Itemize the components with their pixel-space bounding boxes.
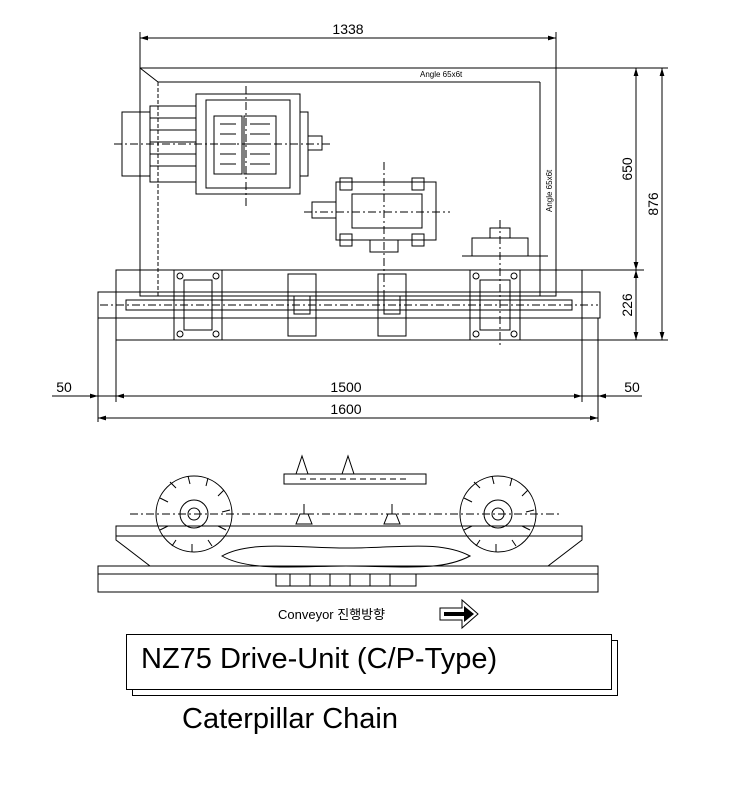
tensioner-unit xyxy=(462,220,548,348)
dim-650-label: 650 xyxy=(619,157,635,181)
dimension-horizontal xyxy=(52,318,642,422)
dim-1500-label: 1500 xyxy=(330,379,361,395)
bearing-blocks xyxy=(173,269,521,341)
gearbox xyxy=(304,162,450,296)
top-frame xyxy=(139,67,557,297)
dim-1600-label: 1600 xyxy=(330,401,361,417)
title-box: NZ75 Drive-Unit (C/P-Type) xyxy=(126,634,612,690)
base-rail-plan xyxy=(97,269,601,341)
dim-1338-label: 1338 xyxy=(332,21,363,37)
dim-226-label: 226 xyxy=(619,293,635,317)
dimension-vertical xyxy=(556,67,668,341)
angle-top-label: Angle 65x6t xyxy=(420,70,463,79)
direction-arrow-icon xyxy=(439,598,479,630)
dim-50-left-label: 50 xyxy=(56,379,72,395)
drawing-title: NZ75 Drive-Unit (C/P-Type) xyxy=(141,643,498,675)
drawing-subtitle: Caterpillar Chain xyxy=(182,703,398,735)
motor xyxy=(114,86,330,206)
angle-side-label: Angle 65x6t xyxy=(545,169,554,212)
side-view xyxy=(97,454,599,593)
dimension-1338 xyxy=(139,32,557,68)
dim-876-label: 876 xyxy=(645,192,661,216)
conveyor-direction-label: Conveyor 진행방향 xyxy=(278,607,385,622)
dim-50-right-label: 50 xyxy=(624,379,640,395)
